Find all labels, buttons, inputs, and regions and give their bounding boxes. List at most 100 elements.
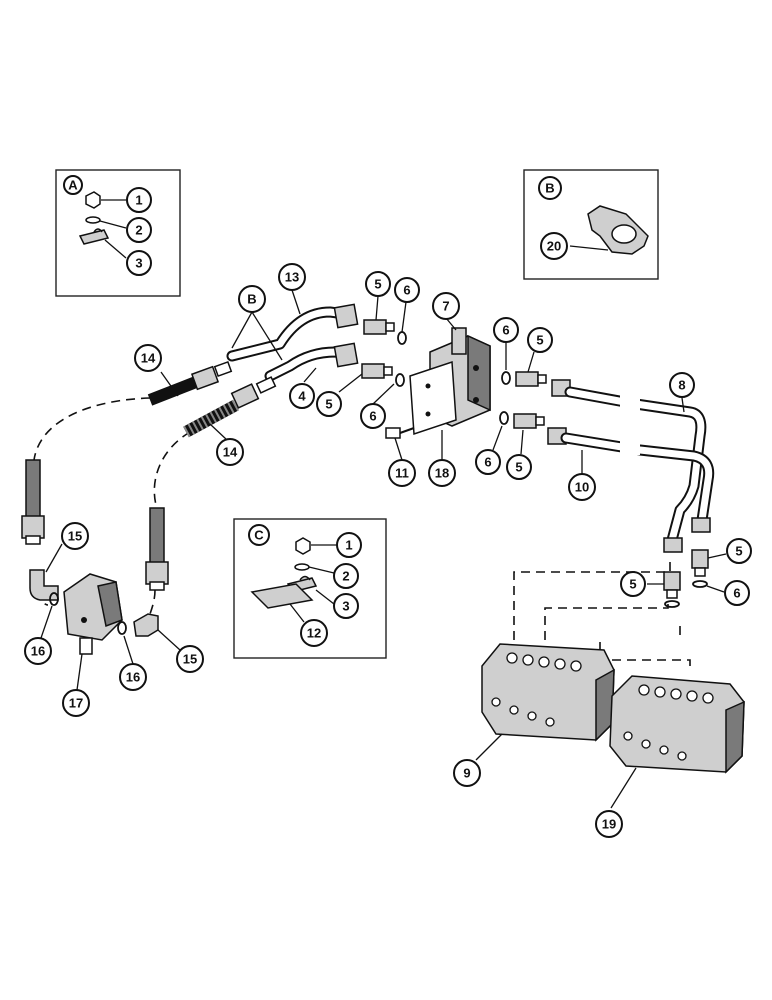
svg-text:12: 12 [307, 626, 321, 641]
dashed-route-valve-1 [513, 562, 671, 640]
control-valve-9 [481, 643, 615, 742]
callout-18: 18 [428, 459, 456, 487]
oring-6-d [499, 411, 509, 425]
svg-text:C: C [254, 528, 264, 543]
dashed-route-pump-right [149, 589, 156, 615]
svg-text:20: 20 [547, 239, 561, 254]
inset-c-washer [294, 563, 310, 571]
svg-text:A: A [68, 178, 78, 193]
callout-19: 19 [595, 810, 623, 838]
svg-text:1: 1 [135, 193, 142, 208]
callout-4: 4 [289, 383, 315, 409]
callout-6-b: 6 [360, 403, 386, 429]
callout-6-d: 6 [475, 449, 501, 475]
callout-5-e: 5 [620, 571, 646, 597]
svg-text:16: 16 [31, 644, 45, 659]
dashed-route-valve-2 [544, 602, 669, 640]
inset-a-nut [85, 191, 101, 209]
svg-text:6: 6 [369, 409, 376, 424]
callout-a-1: 1 [126, 187, 152, 213]
inset-a-washer [85, 216, 101, 224]
svg-text:16: 16 [126, 670, 140, 685]
callout-9: 9 [453, 759, 481, 787]
inset-c: C 1 2 3 12 [233, 518, 387, 659]
hose-14-lower [183, 399, 239, 438]
callout-14-b: 14 [216, 438, 244, 466]
oring-6-a [397, 331, 407, 345]
bolt-11 [385, 427, 415, 439]
callout-16-b: 16 [119, 663, 147, 691]
svg-text:6: 6 [484, 455, 491, 470]
svg-text:5: 5 [735, 544, 742, 559]
fitting-nut-middle [333, 342, 359, 368]
callout-11: 11 [388, 459, 416, 487]
elbow-15-right [133, 613, 159, 637]
fitting-5-b [361, 363, 393, 379]
callout-c-3: 3 [333, 593, 359, 619]
oring-6-b [395, 373, 405, 387]
callout-7: 7 [432, 292, 460, 320]
callout-6-c: 6 [493, 317, 519, 343]
inset-a-letter: A [63, 175, 83, 195]
svg-text:14: 14 [223, 445, 238, 460]
svg-text:14: 14 [141, 351, 156, 366]
dashed-route-right-hose [153, 431, 191, 506]
svg-text:6: 6 [403, 283, 410, 298]
svg-text:4: 4 [298, 389, 306, 404]
oring-6-c [501, 371, 511, 385]
callout-15-a: 15 [61, 522, 89, 550]
fitting-5-a [363, 319, 395, 335]
inset-a-clamp [78, 228, 110, 245]
svg-text:9: 9 [463, 766, 470, 781]
fitting-5-e [663, 571, 681, 599]
svg-text:5: 5 [536, 333, 543, 348]
dashed-route-valve-3 [599, 640, 691, 666]
svg-text:8: 8 [678, 378, 685, 393]
hose-14-left-end [25, 459, 41, 519]
callout-14-a: 14 [134, 344, 162, 372]
fitting-5-f [691, 549, 709, 577]
oring-16-left [49, 592, 59, 606]
hose-14-right-end [149, 507, 165, 565]
callout-5-b: 5 [316, 391, 342, 417]
svg-text:18: 18 [435, 466, 449, 481]
callout-10: 10 [568, 473, 596, 501]
svg-text:1: 1 [345, 538, 352, 553]
inset-c-nut [295, 537, 311, 555]
callout-5-c: 5 [527, 327, 553, 353]
svg-text:2: 2 [342, 569, 349, 584]
hose-14-upper [147, 376, 199, 406]
svg-text:7: 7 [442, 299, 449, 314]
fitting-5-c [515, 371, 547, 387]
inset-c-plate [250, 583, 314, 609]
pump-17 [63, 573, 123, 655]
callout-15-b: 15 [176, 645, 204, 673]
fitting-5-d [513, 413, 545, 429]
callout-c-1: 1 [336, 532, 362, 558]
svg-text:5: 5 [629, 577, 636, 592]
svg-text:5: 5 [374, 277, 381, 292]
svg-text:2: 2 [135, 223, 142, 238]
elbow-15-left [29, 569, 59, 601]
svg-text:6: 6 [502, 323, 509, 338]
control-valve-19 [609, 675, 745, 774]
svg-text:5: 5 [325, 397, 332, 412]
svg-text:15: 15 [68, 529, 82, 544]
inset-c-letter: C [248, 524, 270, 546]
svg-text:B: B [247, 292, 256, 307]
svg-text:6: 6 [733, 586, 740, 601]
svg-text:3: 3 [135, 256, 142, 271]
oring-16-right [117, 621, 127, 635]
inset-b-letter: B [538, 176, 562, 200]
callout-6-e: 6 [724, 580, 750, 606]
svg-text:10: 10 [575, 480, 589, 495]
callout-5-d: 5 [506, 454, 532, 480]
callout-6-a: 6 [394, 277, 420, 303]
oring-6-e [664, 600, 680, 608]
dashed-route-left-hose [33, 397, 151, 461]
callout-b-20: 20 [540, 232, 568, 260]
callout-a-3: 3 [126, 250, 152, 276]
svg-text:3: 3 [342, 599, 349, 614]
callout-13: 13 [278, 263, 306, 291]
